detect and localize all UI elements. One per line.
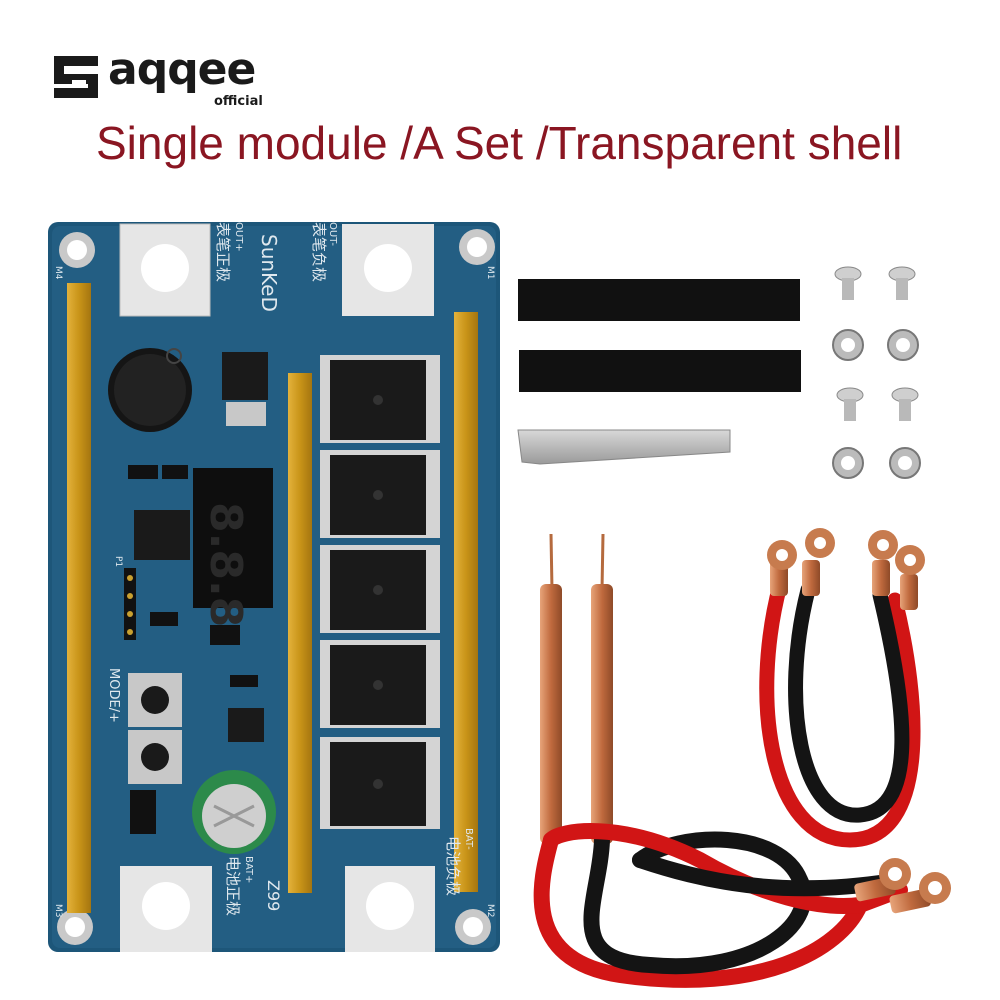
- display-digits: 8.8.8: [200, 502, 251, 627]
- pad-label-bat-minus: BAT-: [463, 828, 474, 850]
- copper-welding-probes: [540, 533, 613, 844]
- product-headline: Single module /A Set /Transparent shell: [96, 117, 903, 169]
- corner-label-m1: M1: [485, 266, 495, 280]
- ring-terminal-icon: [854, 858, 951, 914]
- corner-label-m4: M4: [53, 266, 63, 280]
- battery-cables: [759, 577, 921, 848]
- corner-label-m3: M3: [53, 904, 63, 918]
- pad-label-out-plus: OUT+: [233, 222, 244, 252]
- probe-wires: [533, 823, 908, 988]
- pad-label-probe-positive: 表笔正极: [214, 222, 232, 282]
- black-strip-top: [518, 279, 800, 321]
- brand-logo: aqqee official: [52, 44, 282, 112]
- mosfet-array: [320, 355, 440, 829]
- pad-label-battery-positive: 电池正极: [224, 856, 242, 916]
- screw-set-icon: [832, 266, 921, 479]
- mounting-hole-icon: [57, 229, 495, 945]
- pcb-board: 8.8.8 SunKeD Z99 MODE/+ OUT+ 表笔正极 OUT- 表…: [48, 222, 500, 952]
- metal-clip: [517, 429, 731, 465]
- pad-label-probe-negative: 表笔负极: [310, 222, 328, 282]
- brand-sub: official: [214, 94, 263, 109]
- black-strip-bottom: [519, 350, 801, 392]
- button-label: MODE/+: [106, 668, 121, 723]
- brand-name: aqqee: [108, 44, 256, 95]
- pad-label-out-minus: OUT-: [327, 222, 338, 246]
- header-label: P1: [113, 556, 123, 567]
- brand-mark-icon: [54, 56, 98, 98]
- ring-terminal-icon: [767, 528, 925, 610]
- board-brand-text: SunKeD: [257, 234, 281, 312]
- pad-label-battery-negative: 电池负极: [444, 836, 462, 896]
- corner-label-m2: M2: [485, 904, 495, 918]
- board-model-text: Z99: [264, 880, 283, 911]
- pad-label-bat-plus: BAT+: [243, 856, 254, 883]
